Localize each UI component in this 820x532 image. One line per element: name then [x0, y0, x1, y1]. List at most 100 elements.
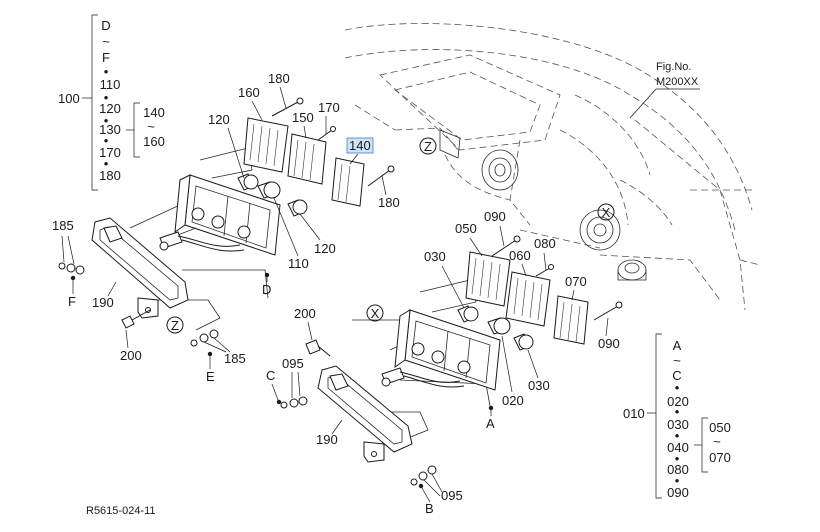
callout-090-top: 090	[484, 209, 506, 224]
callout-160: 160	[238, 85, 260, 100]
callout-140[interactable]: 140	[349, 138, 371, 153]
callout-200-mid: 200	[294, 306, 316, 321]
bulb-110	[257, 181, 281, 199]
legend-right-item: 020	[667, 394, 689, 409]
ref-circle-z: Z	[166, 316, 184, 334]
bulb-030-right	[513, 333, 534, 351]
legend-right-item: C	[672, 368, 681, 383]
legend-right-sub: 050	[709, 420, 731, 435]
callout-120-mid: 120	[314, 241, 336, 256]
legend-right-item: •	[675, 428, 680, 443]
bulb-020	[487, 317, 511, 335]
screw-200-left	[121, 309, 151, 329]
callout-120-top: 120	[208, 112, 230, 127]
legend-right: 010 A ~ C • 020 • 030 • 040 • 080 • 090 …	[623, 333, 731, 500]
legend-left-item: 110	[100, 77, 121, 92]
legend-left-sub: 160	[143, 134, 165, 149]
callout-170: 170	[318, 100, 340, 115]
legend-left-item: 170	[99, 145, 121, 160]
callout-200-left: 200	[120, 348, 142, 363]
legend-right-item: •	[675, 380, 680, 395]
callout-030-right: 030	[528, 378, 550, 393]
legend-right-item: 030	[667, 417, 689, 432]
fig-no-label: Fig.No.	[656, 61, 691, 73]
callout-f: F	[68, 294, 76, 309]
legend-left-item: D	[101, 18, 110, 33]
callout-095-bottom: 095	[441, 488, 463, 503]
bulb-030-left	[457, 305, 479, 323]
legend-left-item: •	[104, 90, 109, 105]
screw-170	[317, 126, 336, 141]
legend-left-item: •	[104, 133, 109, 148]
bulb-120-top	[237, 173, 259, 191]
legend-right-item: 080	[667, 462, 689, 477]
bracket-plate-190-left	[91, 217, 189, 319]
legend-left-sub: 140	[143, 105, 165, 120]
legend-left-item: •	[104, 113, 109, 128]
callout-c: C	[266, 368, 275, 383]
body-flange-left	[481, 149, 519, 191]
legend-right-sub: ~	[713, 434, 721, 449]
legend-left-item: 120	[99, 101, 121, 116]
screw-090-right	[593, 301, 623, 321]
legend-right-sub: 070	[709, 450, 731, 465]
lens-140	[331, 157, 365, 207]
callout-190-bottom: 190	[316, 432, 338, 447]
body-bracket	[439, 129, 461, 159]
washers-095-bottom	[410, 465, 437, 486]
ref-label-x: X	[371, 306, 380, 321]
callout-140-highlight	[346, 137, 374, 154]
body-flange-right	[579, 209, 621, 251]
callout-080: 080	[534, 236, 556, 251]
callout-180-right: 180	[378, 195, 400, 210]
ref-label-z: Z	[171, 318, 179, 333]
callout-b: B	[425, 501, 434, 516]
callout-150: 150	[292, 110, 314, 125]
footer-code: R5615-024-11	[86, 505, 156, 517]
ref-label-x-body: X	[602, 205, 611, 220]
bracket-plate-190-right	[317, 365, 413, 463]
callout-095-top: 095	[282, 356, 304, 371]
legend-left-group-code: 100	[58, 91, 80, 106]
legend-right-item: •	[675, 404, 680, 419]
screw-080	[535, 264, 554, 277]
lamp-housing-left	[169, 174, 281, 256]
callout-a: A	[486, 416, 495, 431]
lens-160	[243, 117, 289, 173]
ref-circle-x-body: X	[597, 203, 615, 221]
wire-plug-right	[381, 367, 465, 388]
callout-090-right: 090	[598, 336, 620, 351]
screw-180-top	[271, 97, 304, 117]
legend-left-item: •	[104, 156, 109, 171]
fig-no-value: M200XX	[656, 76, 699, 88]
legend-left: 100 D ~ F • 110 • 120 • 130 • 170 • 180 …	[58, 14, 165, 191]
screw-200-mid	[305, 339, 331, 357]
ref-circle-x: X	[366, 304, 384, 322]
callout-190-left: 190	[92, 295, 114, 310]
legend-right-item: •	[675, 473, 680, 488]
legend-right-item: 040	[667, 440, 689, 455]
legend-right-item: 090	[667, 485, 689, 500]
ref-label-z-body: Z	[424, 139, 432, 154]
callout-d: D	[262, 282, 271, 297]
wire-plug-left	[159, 231, 245, 252]
legend-left-item: •	[104, 64, 109, 79]
washers-095-top	[280, 396, 308, 409]
bulb-120-mid	[287, 199, 308, 217]
body-boss	[617, 259, 647, 281]
callout-180-top: 180	[268, 71, 290, 86]
callout-110: 110	[288, 256, 309, 271]
legend-left-item: 180	[99, 168, 121, 183]
callout-020: 020	[502, 393, 524, 408]
screw-090-top	[491, 235, 521, 257]
lens-150	[287, 133, 327, 185]
washers-185-bottom	[190, 329, 219, 347]
callout-060: 060	[509, 248, 531, 263]
lens-060	[505, 271, 551, 327]
legend-right-group-code: 010	[623, 406, 645, 421]
legend-left-item: F	[102, 50, 110, 65]
callout-185-bottom: 185	[224, 351, 246, 366]
legend-left-sub: ~	[147, 119, 155, 134]
